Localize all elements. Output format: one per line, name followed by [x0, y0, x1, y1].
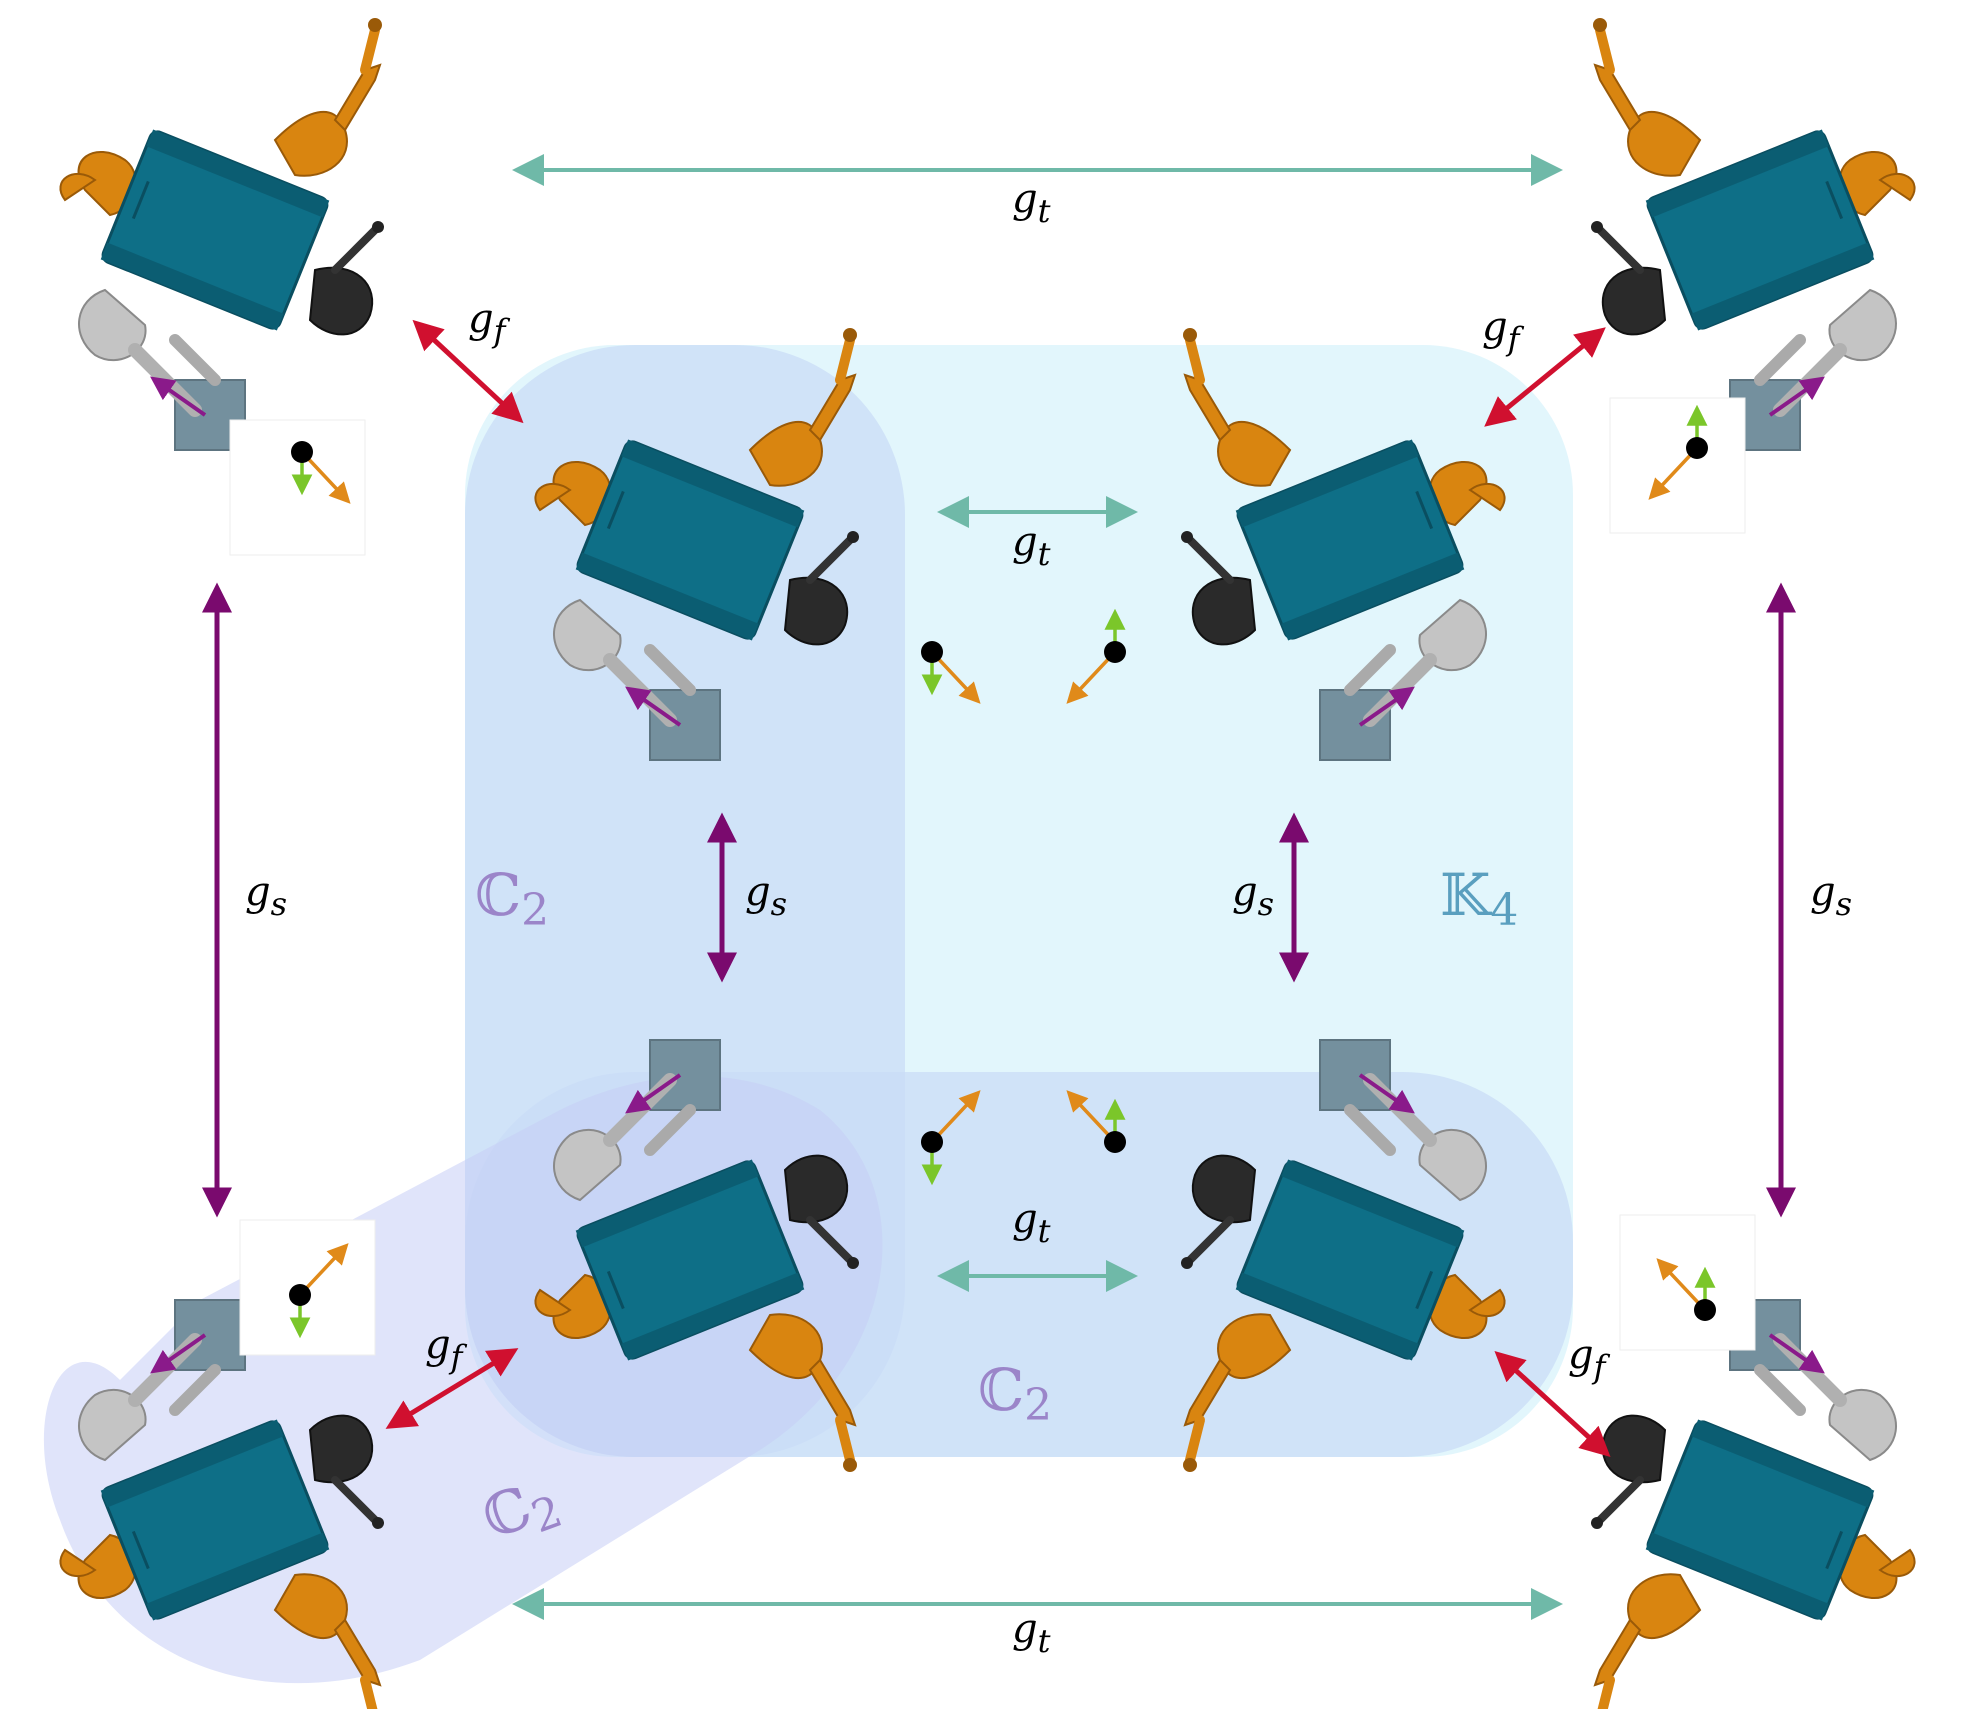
label-gf-top-right: gf [1482, 304, 1525, 358]
robot-top-left [60, 18, 384, 450]
label-gs-inner-left: gs [745, 869, 787, 923]
label-gs-right: gs [1810, 869, 1852, 923]
arrow-gf-bottom-left [385, 1348, 519, 1429]
robot-top-right [1591, 18, 1915, 450]
arrow-gf-top-left [412, 319, 524, 424]
label-k4: 𝕂4 [1440, 861, 1518, 936]
label-gt-bottom: gt [1012, 1606, 1051, 1660]
label-gt-top: gt [1012, 176, 1051, 230]
robot-bottom-right [1591, 1300, 1915, 1709]
label-gt-inner-bottom: gt [1012, 1196, 1051, 1250]
label-gf-top-left: gf [468, 296, 511, 350]
label-gf-bottom-right: gf [1568, 1332, 1611, 1386]
arrow-gf-top-right [1484, 327, 1606, 427]
label-c2-left: ℂ2 [475, 861, 549, 936]
arrow-gf-bottom-right [1494, 1350, 1611, 1458]
label-gs-inner-right: gs [1232, 869, 1274, 923]
label-c2-bottom: ℂ2 [978, 1356, 1052, 1431]
label-gs-left: gs [245, 869, 287, 923]
label-gt-inner-top: gt [1012, 519, 1051, 573]
